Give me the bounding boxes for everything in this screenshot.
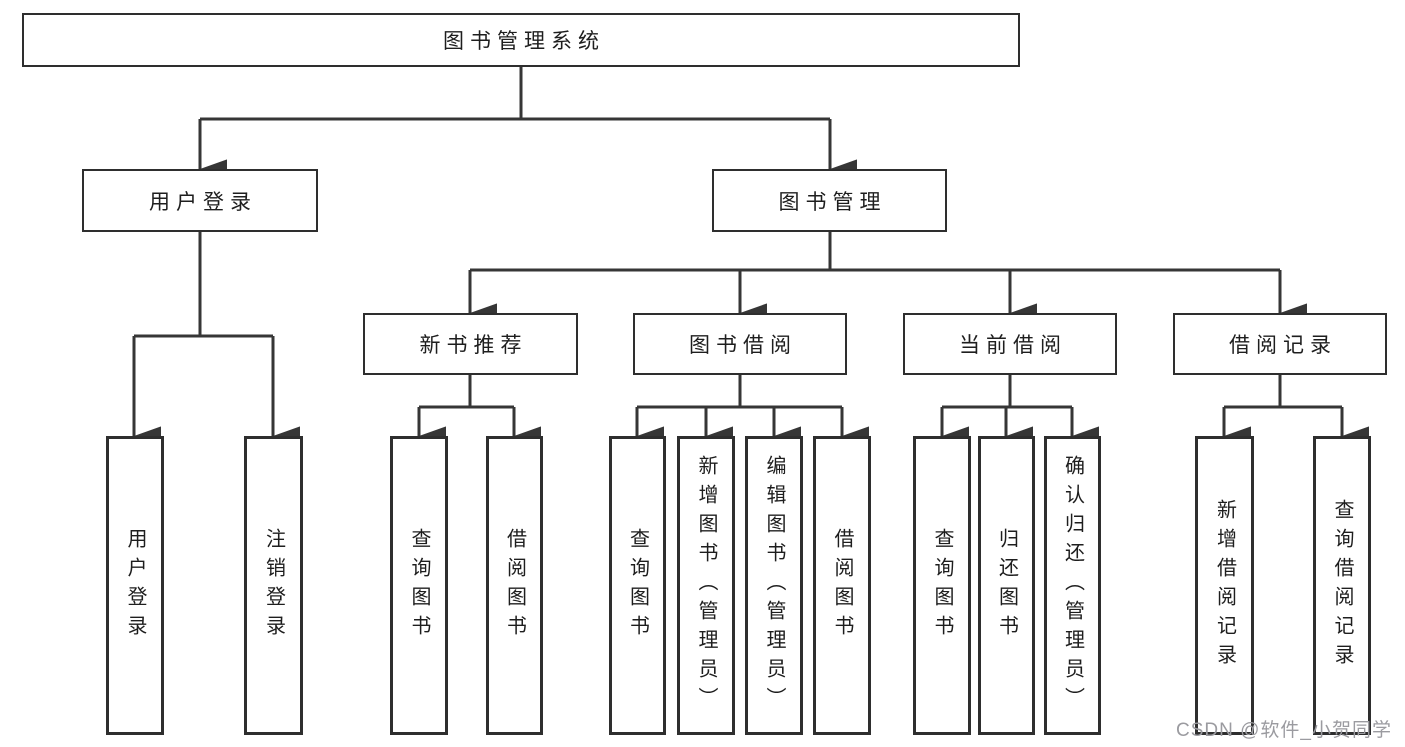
node-current-borrow: 当前借阅 — [903, 313, 1117, 375]
node-label: 编辑图书（管理员） — [763, 455, 785, 716]
node-label: 查询图书 — [931, 527, 953, 644]
node-root-library-system: 图书管理系统 — [22, 13, 1020, 67]
node-label: 借阅图书 — [503, 527, 526, 644]
leaf-borrow-book: 借阅图书 — [813, 436, 871, 735]
leaf-return-book: 归还图书 — [978, 436, 1035, 735]
node-label: 图书借阅 — [689, 334, 797, 357]
node-label: 用户登录 — [124, 527, 146, 644]
node-borrow-records: 借阅记录 — [1173, 313, 1387, 375]
node-label: 借阅图书 — [831, 527, 853, 644]
node-book-borrow: 图书借阅 — [633, 313, 847, 375]
node-label: 图书管理系统 — [443, 30, 605, 53]
leaf-user-login: 用户登录 — [106, 436, 164, 735]
leaf-query-book-current: 查询图书 — [913, 436, 971, 735]
node-label: 图书管理 — [778, 190, 887, 214]
leaf-edit-book-admin: 编辑图书（管理员） — [745, 436, 803, 735]
node-label: 确认归还（管理员） — [1061, 455, 1084, 716]
node-new-book-recommend: 新书推荐 — [363, 313, 578, 375]
node-label: 查询图书 — [408, 527, 430, 644]
node-label: 新增借阅记录 — [1213, 498, 1236, 673]
branch-bars — [134, 67, 1342, 409]
node-label: 注销登录 — [262, 527, 285, 644]
node-label: 用户登录 — [149, 190, 257, 214]
node-book-management: 图书管理 — [712, 169, 947, 232]
leaf-add-book-admin: 新增图书（管理员） — [677, 436, 735, 735]
leaf-confirm-return-admin: 确认归还（管理员） — [1044, 436, 1101, 735]
leaf-borrow-book-recommend: 借阅图书 — [486, 436, 543, 735]
node-label: 当前借阅 — [959, 334, 1067, 357]
leaf-query-book-recommend: 查询图书 — [390, 436, 448, 735]
csdn-watermark: CSDN @软件_小贺同学 — [1176, 720, 1392, 741]
node-user-login: 用户登录 — [82, 169, 318, 232]
leaf-add-borrow-record: 新增借阅记录 — [1195, 436, 1254, 735]
node-label: 查询借阅记录 — [1331, 498, 1353, 673]
node-label: 归还图书 — [995, 527, 1018, 644]
node-label: 查询图书 — [626, 527, 649, 644]
node-label: 借阅记录 — [1229, 334, 1337, 357]
leaf-logout: 注销登录 — [244, 436, 303, 735]
node-label: 新书推荐 — [419, 334, 528, 357]
node-label: 新增图书（管理员） — [695, 455, 717, 716]
leaf-query-borrow-record: 查询借阅记录 — [1313, 436, 1371, 735]
leaf-query-book-borrow: 查询图书 — [609, 436, 666, 735]
